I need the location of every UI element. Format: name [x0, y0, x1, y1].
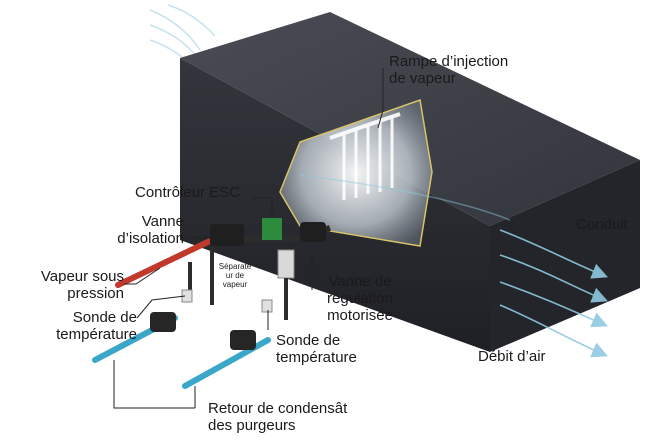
- label-motorized-valve-line3: motorisée: [327, 307, 393, 324]
- steam-injection-rail: [329, 112, 401, 200]
- label-motorized-valve-line2: régulation: [327, 290, 393, 307]
- label-injection-rail: Rampe d’injection de vapeur: [389, 53, 508, 87]
- label-separator-line1: Séparate: [218, 262, 252, 271]
- leader-lines: [113, 68, 569, 409]
- steam-trap-left: [150, 312, 176, 332]
- duct-end-face: [490, 160, 640, 352]
- label-controller-text: Contrôleur ESC: [135, 184, 241, 201]
- label-duct-text: Conduit: [576, 216, 628, 233]
- esc-controller-board: [262, 218, 282, 240]
- label-separator-line2: ur de: [225, 271, 245, 280]
- steam-separator: [277, 249, 295, 279]
- label-condensate-return-line1: Retour de condensât: [208, 400, 348, 417]
- label-pressurized-steam-line2: pression: [67, 285, 124, 302]
- label-condensate-return: Retour de condensât des purgeurs: [208, 400, 347, 434]
- label-airflow: Débit d’air: [478, 348, 546, 365]
- label-isolation-valve: Vanne d’isolation: [72, 213, 184, 247]
- label-temp-probe-left-line2: température: [56, 326, 137, 343]
- label-temp-probe-left: Sonde de température: [20, 309, 137, 343]
- label-temp-probe-right: Sonde de température: [276, 332, 357, 366]
- label-pressurized-steam-line1: Vapeur sous: [40, 268, 124, 285]
- label-motorized-valve-line1: Vanne de: [328, 273, 392, 290]
- temperature-probe-right: [261, 299, 273, 313]
- label-airflow-text: Débit d’air: [478, 348, 546, 365]
- label-separator: Séparate ur de vapeur: [218, 262, 252, 289]
- label-controller: Contrôleur ESC: [135, 184, 240, 201]
- label-condensate-return-line2: des purgeurs: [208, 417, 296, 434]
- isolation-valve-body: [210, 224, 244, 246]
- label-separator-line3: vapeur: [222, 280, 248, 289]
- motorized-valve-body: [300, 222, 326, 242]
- steam-trap-right: [230, 330, 256, 350]
- label-temp-probe-left-line1: Sonde de: [72, 309, 137, 326]
- label-isolation-valve-line1: Vanne: [141, 213, 184, 230]
- label-pressurized-steam: Vapeur sous pression: [12, 268, 124, 302]
- label-temp-probe-right-line1: Sonde de: [276, 332, 341, 349]
- label-injection-rail-line1: Rampe d’injection: [389, 53, 509, 70]
- label-temp-probe-right-line2: température: [276, 349, 357, 366]
- label-motorized-valve: Vanne de régulation motorisée: [305, 273, 415, 324]
- label-injection-rail-line2: de vapeur: [389, 70, 456, 87]
- label-isolation-valve-line2: d’isolation: [117, 230, 184, 247]
- label-duct: Conduit: [576, 216, 628, 233]
- airflow-lines: [299, 174, 608, 358]
